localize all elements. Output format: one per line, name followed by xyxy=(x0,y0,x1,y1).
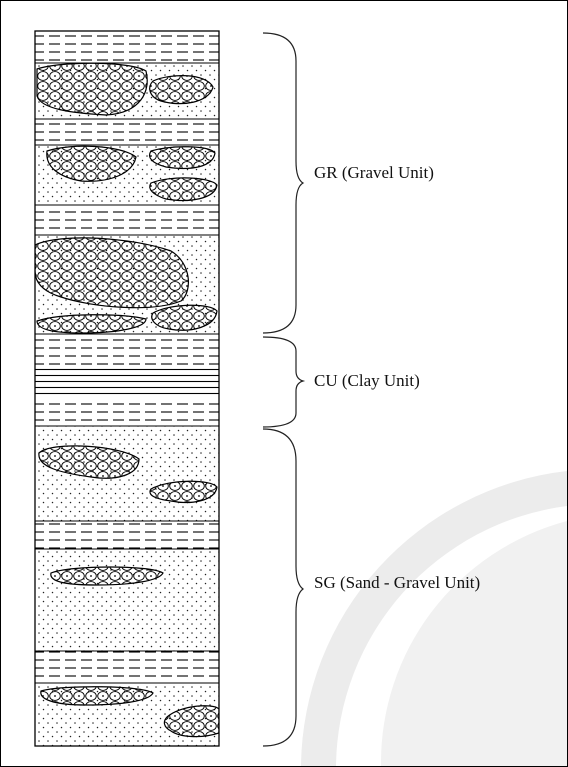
gravel-lens xyxy=(149,480,218,504)
column-layers xyxy=(35,33,219,738)
gravel-lens xyxy=(36,62,148,116)
gravel-lens xyxy=(151,304,218,331)
unit-braces xyxy=(262,32,306,747)
clay-band xyxy=(35,651,219,683)
clay-unit-lines xyxy=(35,367,219,397)
unit-label-cu: CU (Clay Unit) xyxy=(314,371,420,390)
clay-band xyxy=(35,119,219,145)
column-outline xyxy=(34,30,220,747)
gravel-lens xyxy=(163,705,219,738)
gravel-lens xyxy=(149,75,214,105)
clay-band xyxy=(35,521,219,549)
gravel-lens xyxy=(149,177,218,202)
clay-unit-dashed xyxy=(35,339,219,365)
clay-unit-dashed xyxy=(35,401,219,423)
watermark-shape xyxy=(301,471,567,766)
gravel-lens xyxy=(36,314,147,334)
unit-label-sg: SG (Sand - Gravel Unit) xyxy=(314,573,481,592)
clay-band xyxy=(35,33,219,63)
gravel-lens xyxy=(50,566,164,586)
unit-label-gr: GR (Gravel Unit) xyxy=(314,163,434,182)
gravel-lens xyxy=(148,146,216,170)
brace-gr xyxy=(262,32,305,334)
brace-sg xyxy=(262,428,305,747)
brace-cu xyxy=(262,336,306,428)
gravel-lens xyxy=(40,686,154,706)
gravel-lens xyxy=(38,445,140,479)
gravel-lens xyxy=(35,237,189,309)
clay-band xyxy=(35,205,219,235)
gravel-lens xyxy=(46,145,137,182)
